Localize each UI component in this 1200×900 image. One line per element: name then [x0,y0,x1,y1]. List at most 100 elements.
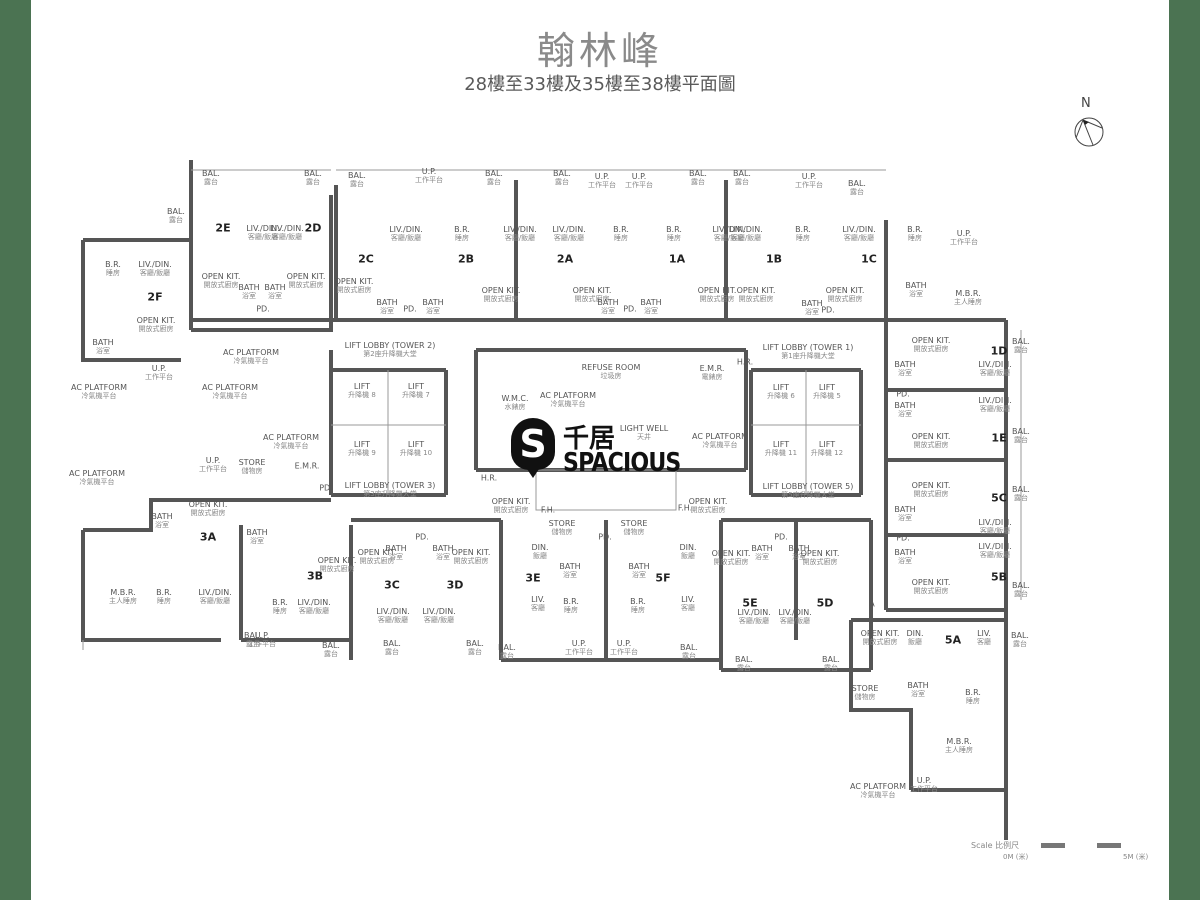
room-name-en: BAL. [1012,581,1030,590]
room-name-zh: 浴室 [805,308,819,316]
room-label: U.P.工作平台 [145,364,173,382]
page-subtitle: 28樓至33樓及35樓至38樓平面圖 [464,74,736,95]
room-name-en: M.B.R. [946,737,972,746]
room-name-en: BAL. [1011,631,1029,640]
compass-circle-icon [1074,117,1104,147]
room-name-en: LIFT [772,440,790,449]
room-name-zh: 浴室 [268,292,282,300]
room-name-zh: 浴室 [436,553,450,561]
room-label: OPEN KIT.開放式廚房 [358,548,397,566]
room-name-zh: 睡房 [156,597,171,605]
room-name-zh: 客廳/飯廳 [199,597,231,605]
room-name-zh: 浴室 [389,553,403,561]
room-name-zh: 睡房 [630,606,645,614]
room-label: M.B.R.主人睡房 [954,289,982,307]
room-label: LIV./DIN.客廳/飯廳 [198,588,232,606]
room-name-en: LIV./DIN. [297,598,331,607]
room-label: LIV./DIN.客廳/飯廳 [737,608,771,626]
room-name-en: LIFT [353,382,371,391]
room-name-en: BATH [432,544,454,553]
room-name-en: PD. [623,304,637,314]
room-name-en: B.R. [156,588,172,597]
room-name-en: OPEN KIT. [572,286,612,295]
room-name-zh: 工作平台 [565,648,593,656]
room-name-zh: 開放式廚房 [138,325,174,333]
room-name-en: BATH [628,562,650,571]
room-label: W.M.C.水錶房 [501,394,528,412]
room-label: PD. [256,305,270,314]
room-label: U.P.工作平台 [565,639,593,657]
room-name-en: BAL. [735,655,753,664]
room-name-en: OPEN KIT. [911,578,951,587]
room-name-zh: 睡房 [666,234,681,242]
room-label: H.R. [481,474,497,483]
room-name-zh: 客廳/飯廳 [247,233,279,241]
room-name-en: LIV./DIN. [138,260,172,269]
room-label: M.B.R.主人睡房 [945,737,973,755]
room-name-zh: 浴室 [898,514,912,522]
room-name-zh: 升降機 7 [402,391,430,399]
room-name-zh: 工作平台 [625,181,653,189]
scale-bar: Scale 比例尺 0M (米) 5M (米) [971,840,1148,861]
room-name-en: LIV./DIN. [978,396,1012,405]
scale-left-tick: 0M (米) [1003,853,1029,861]
room-name-zh: 浴室 [426,307,440,315]
room-name-en: OPEN KIT. [860,629,900,638]
room-label: A [869,600,874,609]
room-name-en: BAL. [322,641,340,650]
room-name-en: OPEN KIT. [481,286,521,295]
unit-label-2c: 2C [358,252,374,266]
room-name-zh: 露台 [385,648,399,656]
room-name-zh: 客廳 [681,604,695,612]
room-label: BAL.露台 [498,643,516,661]
room-name-en: PD. [415,532,429,542]
room-name-en: AC PLATFORM [70,383,128,392]
room-name-zh: 客廳/飯廳 [730,234,762,242]
room-label: B.R.睡房 [613,225,629,243]
room-label: M.B.R.主人睡房 [109,588,137,606]
room-label: BAL.露台 [680,643,698,661]
room-label: OPEN KIT.開放式廚房 [482,286,521,304]
room-label: LIV.客廳 [681,595,695,613]
room-label: LIFT LOBBY (TOWER 3)第3座升降機大堂 [345,481,436,499]
room-name-en: OPEN KIT. [451,548,491,557]
room-label: OPEN KIT.開放式廚房 [712,549,751,567]
room-label: B.R.睡房 [563,597,579,615]
room-name-zh: 睡房 [907,234,922,242]
floor-plan-page: 翰林峰 28樓至33樓及35樓至38樓平面圖 N [31,0,1169,900]
room-name-zh: 客廳/飯廳 [979,527,1011,535]
room-name-en: PD. [319,483,333,493]
unit-label-1a: 1A [668,252,686,266]
room-name-zh: 浴室 [250,537,264,545]
room-name-zh: 開放式廚房 [913,441,949,449]
room-name-en: U.P. [956,229,972,238]
room-name-zh: 客廳/飯廳 [298,607,330,615]
room-name-zh: 睡房 [272,607,287,615]
room-label: U.P.工作平台 [588,172,616,190]
room-name-zh: 主人睡房 [109,597,137,605]
room-label: B.R.睡房 [907,225,923,243]
room-name-en: OPEN KIT. [911,432,951,441]
room-name-zh: 浴室 [755,553,769,561]
room-name-en: LIGHT WELL [619,424,669,433]
room-name-zh: 工作平台 [145,373,173,381]
room-label: B.R.睡房 [965,688,981,706]
room-label: OPEN KIT.開放式廚房 [318,556,357,574]
room-label: OPEN KIT.開放式廚房 [912,336,951,354]
room-name-zh: 升降機 11 [764,449,798,457]
room-name-zh: 飯廳 [680,552,695,560]
room-name-en: BAL. [553,169,571,178]
room-name-zh: 客廳/飯廳 [423,616,455,624]
room-name-en: AC PLATFORM [691,432,749,441]
room-name-zh: 開放式廚房 [493,506,529,514]
room-label: BAL.露台 [553,169,571,187]
